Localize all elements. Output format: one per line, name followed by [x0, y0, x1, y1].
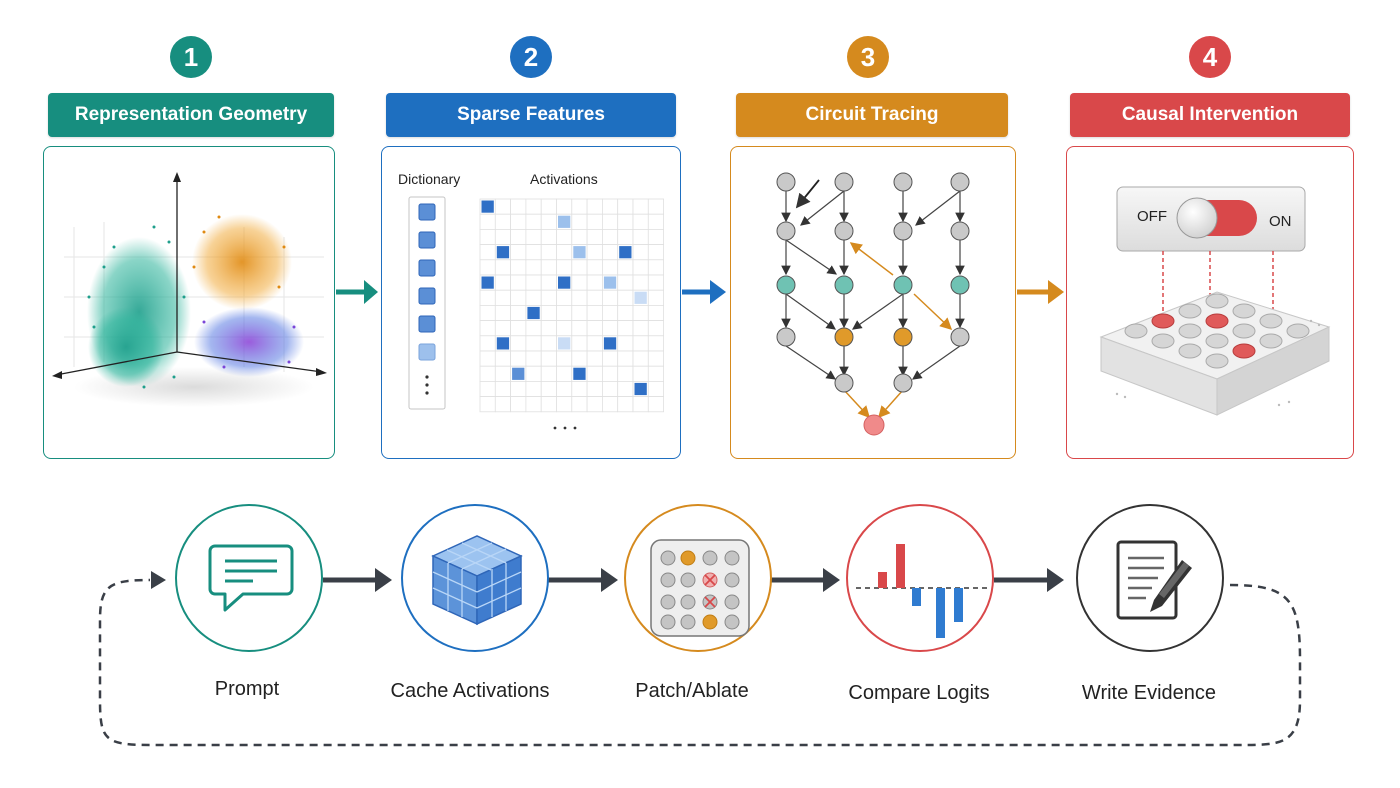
document-pen-icon: [1116, 540, 1192, 620]
board-hole: [1151, 333, 1175, 349]
scatter-3d-illustration: [52, 172, 327, 407]
prompt-label: Prompt: [214, 678, 280, 700]
causal-intervention-panel: OFF ON: [1066, 146, 1354, 459]
board-hole: [1151, 313, 1175, 329]
board-hole: [1205, 293, 1229, 309]
board-hole: [1259, 333, 1283, 349]
board-hole: [1259, 313, 1283, 329]
activation-cell: [573, 246, 586, 259]
stage-2-number: 2: [510, 36, 552, 78]
activation-cell: [496, 337, 510, 350]
activation-cell: [634, 291, 647, 304]
switch-off-label: OFF: [1137, 208, 1167, 225]
circuit-tracing-panel: [730, 146, 1016, 459]
stage-3-title: Circuit Tracing: [736, 93, 1008, 137]
representation-geometry-panel: [43, 146, 335, 459]
board-hole: [1178, 343, 1202, 359]
board-hole: [1205, 333, 1229, 349]
activation-cell: [558, 337, 571, 350]
board-hole: [1124, 323, 1148, 339]
prompt-step: [175, 504, 323, 652]
activation-cell: [558, 215, 571, 228]
activations-label: Activations: [530, 171, 598, 187]
board-hole: [1178, 323, 1202, 339]
sparse-features-panel: Dictionary Activations: [381, 146, 681, 459]
circuit-graph-illustration: [776, 172, 970, 436]
activation-cell: [603, 337, 617, 350]
write-evidence-step: [1076, 504, 1224, 652]
board-hole: [1286, 323, 1310, 339]
write-evidence-label: Write Evidence: [1081, 682, 1217, 704]
board-hole: [1205, 353, 1229, 369]
compare-logits-step: [846, 504, 994, 652]
chat-bubble-icon: [208, 544, 294, 612]
bar-chart-icon: [856, 544, 988, 638]
activation-cell: [481, 276, 494, 289]
stage-3-number: 3: [847, 36, 889, 78]
activation-cell: [481, 200, 494, 213]
dictionary-label: Dictionary: [398, 171, 461, 187]
activation-cell: [573, 367, 586, 380]
cache-activations-step: [401, 504, 549, 652]
sparse-grid-illustration: [408, 196, 664, 430]
switch-grid-illustration: [1099, 186, 1331, 416]
board-hole: [1232, 303, 1256, 319]
stage-1-title: Representation Geometry: [48, 93, 334, 137]
grid-patch-icon: [650, 539, 750, 637]
activation-cell: [496, 246, 510, 259]
activation-cell: [603, 276, 617, 289]
cube-icon: [431, 535, 523, 626]
cache-activations-label: Cache Activations: [390, 680, 550, 702]
board-hole: [1205, 313, 1229, 329]
board-hole: [1178, 303, 1202, 319]
activation-cell: [619, 246, 632, 259]
patch-ablate-label: Patch/Ablate: [635, 680, 749, 702]
stage-4-number: 4: [1189, 36, 1231, 78]
activation-cell: [527, 306, 540, 320]
activation-cell: [558, 276, 571, 289]
switch-on-label: ON: [1269, 213, 1292, 230]
compare-logits-label: Compare Logits: [848, 682, 990, 704]
board-hole: [1232, 323, 1256, 339]
activation-cell: [512, 367, 525, 380]
patch-ablate-step: [624, 504, 772, 652]
board-hole: [1232, 343, 1256, 359]
stage-2-title: Sparse Features: [386, 93, 676, 137]
activation-cell: [634, 382, 647, 396]
stage-4-title: Causal Intervention: [1070, 93, 1350, 137]
stage-1-number: 1: [170, 36, 212, 78]
